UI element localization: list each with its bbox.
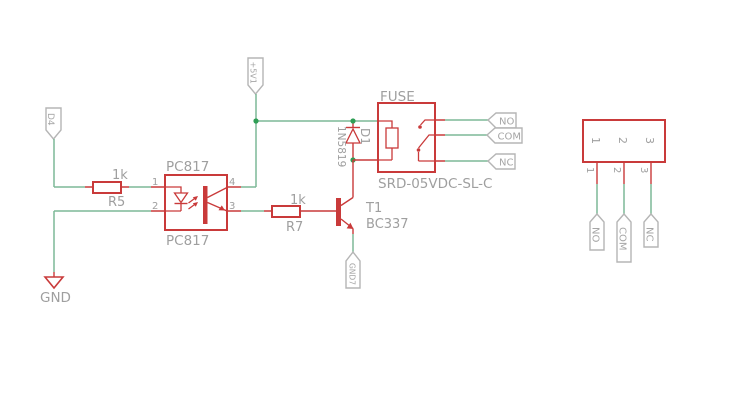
connector-output-flags: NO COM NC [589,212,659,263]
relay-nc-flag-label: NC [499,158,513,169]
t1-name: T1 [365,201,382,216]
relay-coil-wiring [378,120,393,161]
connector-com-flag-shape [616,212,632,263]
connector-pin2: 2 [616,137,629,144]
wire-supply-rail [241,94,378,188]
connector-pin3: 3 [643,137,656,144]
t1-value: BC337 [366,217,409,232]
relay-nc-contact-line [417,152,435,162]
input-flag-shape [45,107,62,141]
relay-lever [417,134,435,149]
input-flag-label: D4 [45,113,55,126]
d1-triangle-icon [344,127,362,144]
relay-output-flags: NO COM NC [445,112,523,170]
wire-opto-to-gnd [53,210,151,272]
r7-body [271,205,301,218]
light-arrowhead-2-icon [192,202,198,207]
supply-flag-label: +5V1 [249,62,258,84]
t1-collector [340,160,354,207]
resistor-r7: 1k R7 [241,193,336,235]
opto-pin-stubs [151,186,241,212]
connector-pin1-label: 1 [584,167,595,173]
gnd7-flag-shape [345,250,361,289]
r5-name: R5 [108,195,125,210]
wire-input [53,139,85,188]
phototransistor-base-bar [203,186,208,224]
optocoupler-pc817: PC817 PC817 1 2 4 3 [151,159,241,249]
d1-value: 1N5819 [335,126,347,167]
opto-pin2: 2 [152,201,158,212]
relay-output-stubs [435,119,445,162]
r7-value: 1k [290,193,306,208]
d1-name: D1 [358,128,372,145]
connector-nc-flag-shape [643,212,659,248]
r5-body [92,181,122,194]
opto-body [164,174,228,231]
junction-supply [253,118,259,124]
relay-nc-flag-shape [486,153,516,170]
led-wiring [165,186,182,212]
connector-pin3-label: 3 [638,167,649,173]
relay-fuse: FUSE SRD-05VDC-SL-C [377,89,492,192]
phototransistor-emitter-arrow-icon [218,205,225,211]
relay-no-flag-label: NO [499,117,514,128]
relay-name: FUSE [380,89,415,105]
connector-nc-flag-label: NC [644,227,655,241]
net-supply-5v: +5V1 [241,57,378,188]
relay-body [377,102,436,173]
net-input-flag: D4 [45,107,85,188]
phototransistor-collector [207,186,228,199]
relay-nc-contact-dot [416,148,421,152]
r5-value: 1k [112,168,128,183]
opto-value: PC817 [166,233,209,249]
t1-base-bar [336,198,341,226]
relay-value: SRD-05VDC-SL-C [378,176,492,192]
diode-d1: 1N5819 D1 [335,118,378,167]
connector-pin2-label: 2 [611,167,622,173]
wire-relay-outputs [445,119,488,162]
t1-emitter-arrow-icon [346,222,354,229]
relay-no-contact-dot [418,125,422,129]
net-ground-left: GND [40,210,151,306]
gnd-label: GND [40,290,71,306]
gnd-arrow-icon [43,276,65,290]
gnd7-flag-label: GND7 [348,263,357,285]
net-ground7: GND7 [345,234,361,289]
led-triangle-icon [173,192,189,204]
relay-no-contact-line [420,119,435,126]
opto-pin3: 3 [229,201,235,212]
connector-pin1: 1 [589,137,602,144]
relay-com-flag-shape [485,127,523,144]
junction-d1-top [350,118,356,124]
connector-no-flag-shape [589,212,605,251]
connector-com-flag-label: COM [617,227,628,250]
transistor-t1: T1 BC337 [336,160,409,234]
relay-no-flag-shape [486,112,517,129]
relay-com-flag-label: COM [498,132,521,143]
wire-connector-outputs [596,184,652,214]
opto-pin1: 1 [152,177,158,188]
opto-name: PC817 [166,159,209,175]
light-arrowhead-1-icon [192,196,198,201]
relay-coil [385,127,399,149]
connector-pin-stubs [596,162,652,184]
connector-no-flag-label: NO [590,227,601,242]
supply-flag-shape [247,57,264,96]
r7-name: R7 [286,220,303,235]
opto-pin4: 4 [229,177,235,188]
resistor-r5: 1k R5 [85,168,151,210]
connector-right: 1 2 3 1 2 3 [582,119,666,214]
